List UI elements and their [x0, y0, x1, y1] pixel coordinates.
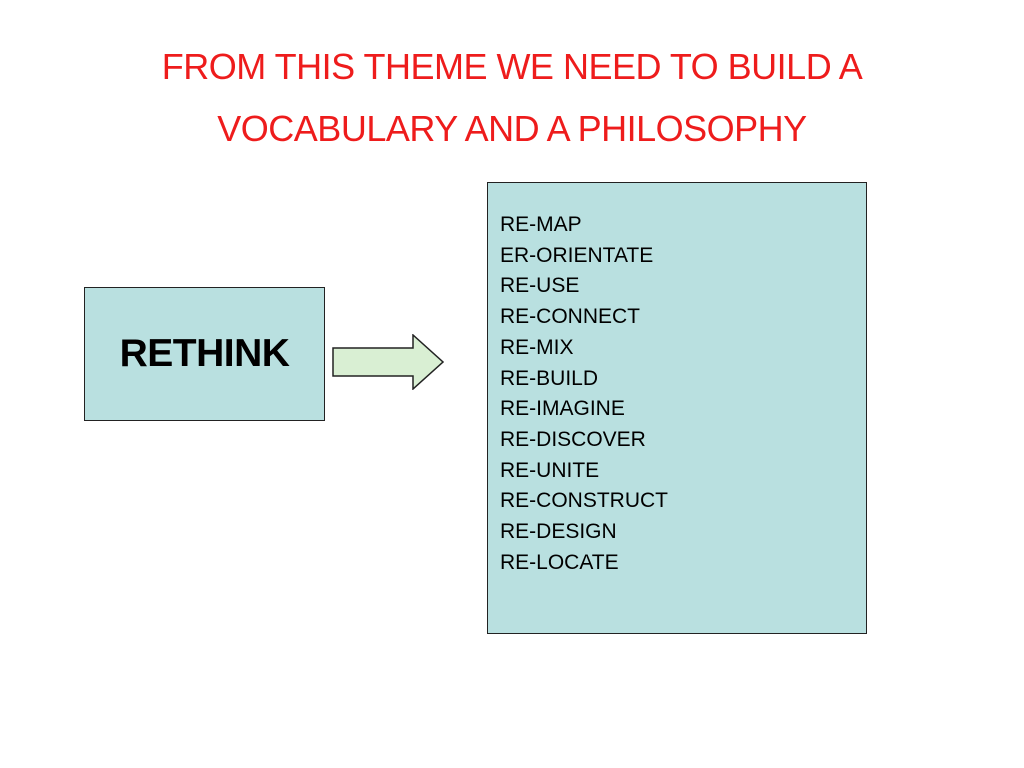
slide-title-line-2: VOCABULARY AND A PHILOSOPHY — [217, 108, 807, 149]
slide-title-line-1: FROM THIS THEME WE NEED TO BUILD A — [161, 46, 863, 87]
vocabulary-term: ER-ORIENTATE — [500, 243, 654, 267]
vocabulary-list: RE-MAP ER-ORIENTATE RE-USE RE-CONNECT RE-MIX… — [500, 210, 866, 578]
arrow-shape — [332, 334, 444, 390]
vocabulary-term: RE-CONNECT — [500, 305, 640, 329]
vocabulary-term: RE-IMAGINE — [500, 397, 625, 421]
vocabulary-term: RE-MAP — [500, 213, 582, 236]
rethink-box: RETHINK — [84, 287, 325, 421]
right-arrow-icon — [332, 334, 444, 390]
vocabulary-list-box: RE-MAP ER-ORIENTATE RE-USE RE-CONNECT RE-MIX… — [487, 182, 867, 634]
slide-title: FROM THIS THEME WE NEED TO BUILD A VOCAB… — [60, 36, 964, 160]
vocabulary-term: RE-DISCOVER — [500, 427, 646, 451]
vocabulary-term: RE-CONSTRUCT — [500, 489, 668, 513]
vocabulary-term: RE-DESIGN — [500, 520, 617, 544]
vocabulary-term: RE-MIX — [500, 335, 574, 359]
vocabulary-term: RE-UNITE — [500, 458, 600, 482]
vocabulary-term: RE-BUILD — [500, 366, 599, 390]
rethink-label: RETHINK — [119, 332, 290, 375]
vocabulary-term: RE-USE — [500, 274, 580, 298]
vocabulary-term: RE-LOCATE — [500, 550, 619, 574]
